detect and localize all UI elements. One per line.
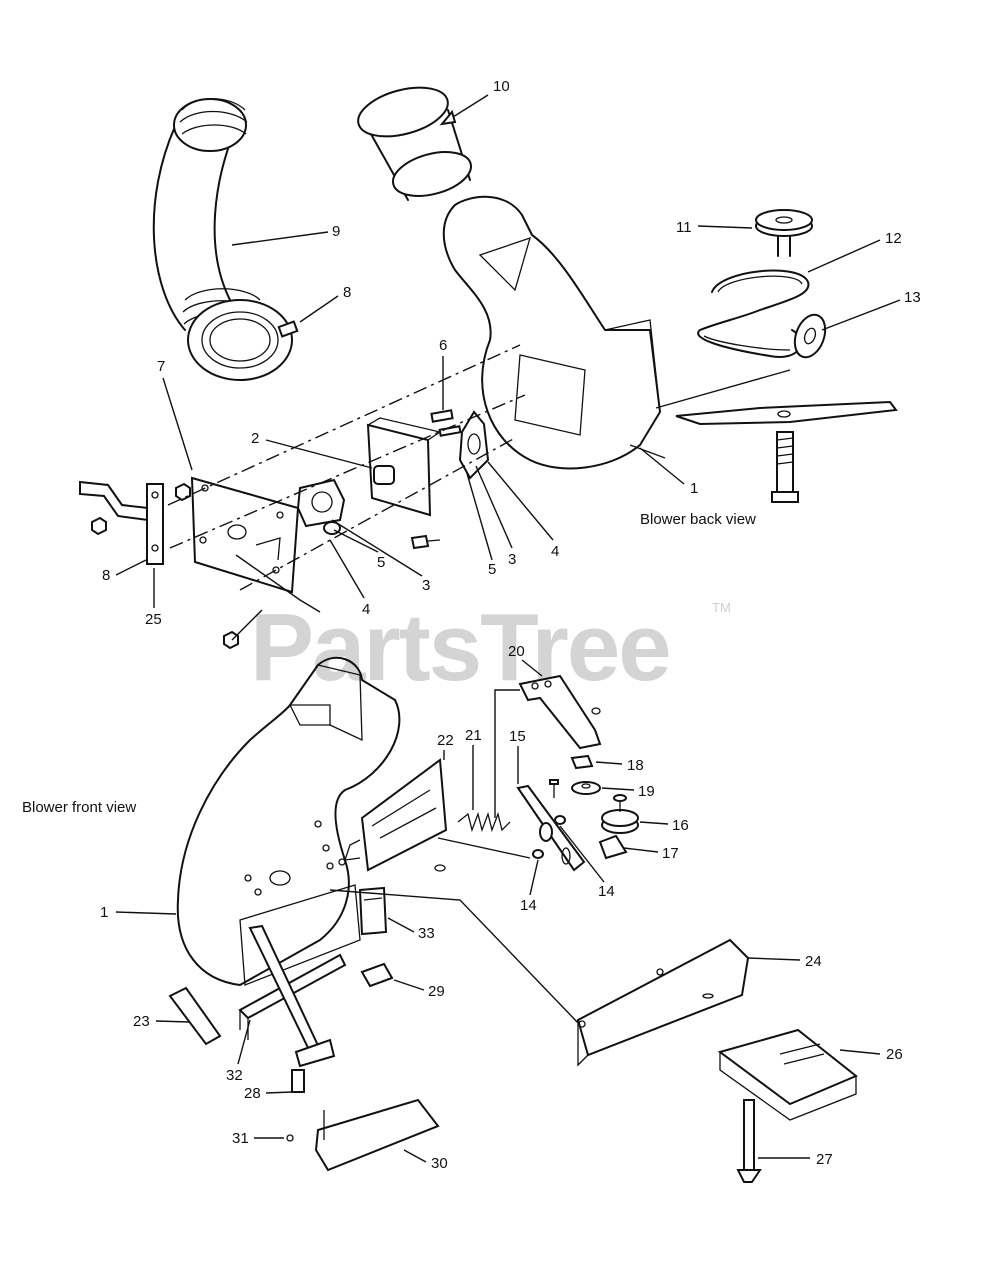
part-bracket-29: [360, 962, 394, 988]
callout-25: 25: [145, 611, 162, 628]
callouts-front-view: Blower front view 20 22 21 15 18 19 16 1…: [22, 643, 903, 1172]
callout-19: 19: [638, 783, 655, 800]
part-blower-housing-front: [176, 656, 401, 986]
callout-5-right: 5: [488, 561, 496, 578]
callout-5-left: 5: [377, 554, 385, 571]
caption-front-view: Blower front view: [22, 799, 136, 816]
caption-back-view: Blower back view: [640, 511, 756, 528]
callout-17: 17: [662, 845, 679, 862]
callout-1-front: 1: [100, 904, 108, 921]
part-plate-33: [358, 886, 388, 936]
callout-9: 9: [332, 223, 340, 240]
part-nuts-plate: [91, 482, 441, 650]
part-pulley-idler: [793, 313, 827, 359]
callout-20: 20: [508, 643, 525, 660]
callout-32: 32: [226, 1067, 243, 1084]
callout-14-right: 14: [598, 883, 615, 900]
callout-8-left: 8: [102, 567, 110, 584]
assembly-line-2: [169, 394, 526, 549]
part-pin-27: [736, 1099, 762, 1183]
callout-33: 33: [418, 925, 435, 942]
part-cover-26: [717, 1028, 858, 1121]
part-chute-deflector: [168, 986, 222, 1046]
callout-14-left: 14: [520, 897, 537, 914]
callout-30: 30: [431, 1155, 448, 1172]
part-latch-base: [286, 1098, 440, 1172]
watermark: PartsTree: [250, 594, 670, 701]
part-bracket-left: [79, 480, 164, 565]
part-chute-tube: [357, 86, 472, 201]
callout-7: 7: [157, 358, 165, 375]
callout-10: 10: [493, 78, 510, 95]
part-bearing-left: [296, 478, 346, 535]
part-mounting-plate: [190, 476, 300, 594]
part-spring: [457, 811, 511, 833]
callouts-back-view: 10 9 8 11 12 13 6 7 2 1 Blower back view…: [102, 78, 921, 628]
callout-24: 24: [805, 953, 822, 970]
drive-line: [655, 369, 791, 409]
callout-3-right: 3: [508, 551, 516, 568]
watermark-trademark: TM: [712, 600, 731, 615]
callout-1-back: 1: [690, 480, 698, 497]
part-hose-clamp: [277, 320, 299, 338]
callout-12: 12: [885, 230, 902, 247]
plate-bottom-line: [235, 554, 321, 613]
callout-21: 21: [465, 727, 482, 744]
link-line-3: [437, 837, 531, 859]
link-line-2: [494, 689, 520, 818]
callout-26: 26: [886, 1046, 903, 1063]
part-shaft-support: [366, 417, 442, 517]
part-channel-24: [576, 938, 750, 1067]
callout-23: 23: [133, 1013, 150, 1030]
callout-31: 31: [232, 1130, 249, 1147]
plate-nut-line: [231, 609, 263, 641]
part-belt: [697, 269, 810, 359]
part-bearing-right: [430, 409, 490, 480]
callout-8: 8: [343, 284, 351, 301]
callout-6: 6: [439, 337, 447, 354]
part-spindle-bolt: [771, 431, 799, 503]
part-blower-housing-back: [442, 195, 666, 470]
callout-22: 22: [437, 732, 454, 749]
callout-3-left: 3: [422, 577, 430, 594]
callout-16: 16: [672, 817, 689, 834]
part-hardware-stack: [549, 754, 639, 860]
callout-28: 28: [244, 1085, 261, 1102]
link-line-1: [329, 889, 581, 1026]
part-blade: [675, 400, 898, 426]
callout-11: 11: [676, 219, 692, 236]
callout-29: 29: [428, 983, 445, 1000]
callout-27: 27: [816, 1151, 833, 1168]
callout-4-right: 4: [551, 543, 559, 560]
part-bracket-20: [518, 674, 602, 750]
part-pulley-upper: [755, 209, 813, 257]
callout-4-left: 4: [362, 601, 370, 618]
part-arm: [516, 784, 586, 872]
assembly-line-1: [167, 344, 521, 506]
callout-2: 2: [251, 430, 259, 447]
part-mount-bracket: [344, 758, 448, 872]
callout-13: 13: [904, 289, 921, 306]
callout-18: 18: [627, 757, 644, 774]
callout-15: 15: [509, 728, 526, 745]
part-hose: [152, 98, 293, 381]
part-latch-rod: [248, 924, 336, 1093]
